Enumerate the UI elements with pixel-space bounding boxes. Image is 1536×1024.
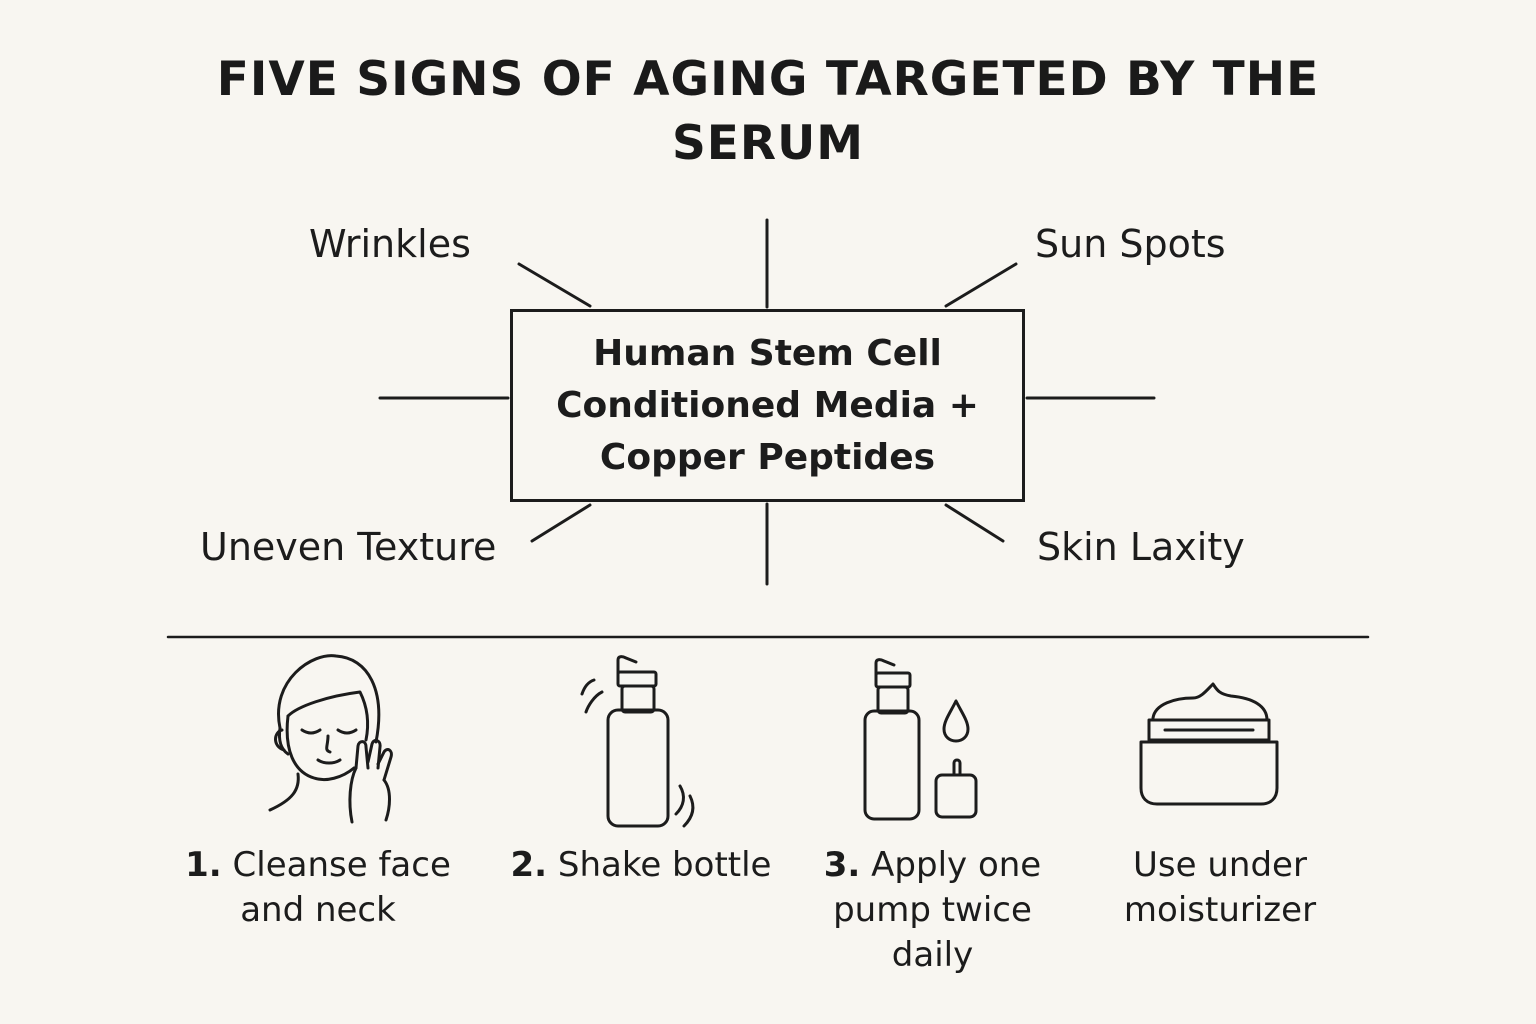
sign-sun-spots: Sun Spots [1035,222,1226,266]
step-text: Cleanse face and neck [232,845,451,930]
step-number: 1. [185,845,222,885]
step-number: 3. [823,845,861,885]
sign-uneven-texture: Uneven Texture [200,525,497,569]
step-text: Apply one pump twice daily [833,845,1042,975]
step-moisturizer: Use under moisturizer [1090,843,1350,933]
center-line-1: Human Stem Cell [593,332,942,374]
center-line-3: Copper Peptides [599,436,936,478]
center-ingredient-box: Human Stem Cell Conditioned Media + Copp… [510,309,1025,502]
pump-bottle-drop-icon [863,658,978,821]
connector-sun-spots [944,262,1018,308]
center-line-2: Conditioned Media + [556,384,979,426]
face-cleanse-icon [268,654,393,824]
sign-wrinkles: Wrinkles [309,222,471,266]
step-text: Use under moisturizer [1123,845,1317,930]
page-title: FIVE SIGNS OF AGING TARGETED BY THE SERU… [216,52,1320,171]
connector-wrinkles [517,262,592,308]
step-number: 2. [510,845,548,885]
step-shake: 2. Shake bottle [508,843,774,888]
moisturizer-jar-icon [1139,682,1279,806]
step-text: Shake bottle [557,845,772,885]
shake-bottle-icon [580,655,695,828]
sign-skin-laxity: Skin Laxity [1037,525,1245,569]
connector-uneven-texture [530,503,592,543]
step-apply: 3. Apply one pump twice daily [790,843,1075,978]
center-ingredient-text: Human Stem Cell Conditioned Media + Copp… [556,328,979,484]
connector-skin-laxity [944,503,1005,543]
step-cleanse: 1. Cleanse face and neck [168,843,468,933]
